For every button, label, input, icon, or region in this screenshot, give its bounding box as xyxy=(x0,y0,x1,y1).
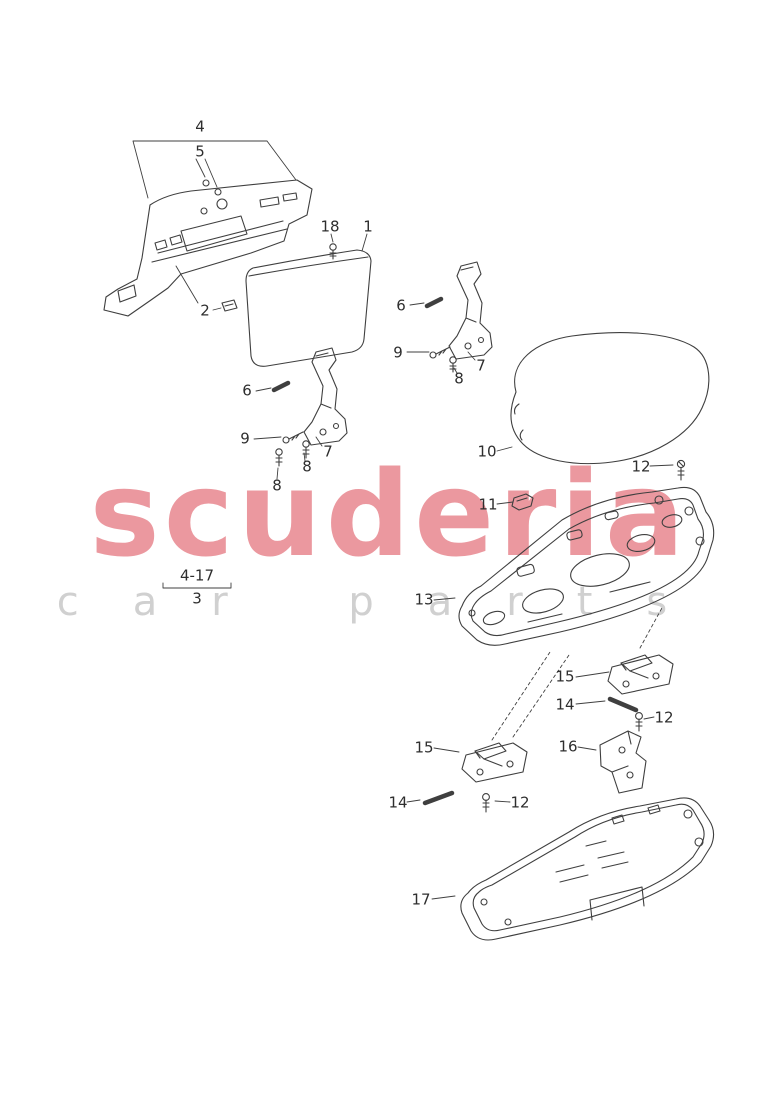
part-6-pin-left xyxy=(271,380,291,393)
callout-6-left: 6 xyxy=(242,381,252,400)
callout-13: 13 xyxy=(414,590,434,609)
callout-12-top: 12 xyxy=(631,457,651,476)
part-7-bracket-left xyxy=(303,347,348,446)
callout-7-left: 7 xyxy=(323,442,333,461)
part-15-latch-right xyxy=(607,654,674,695)
part-8-screw-left-b xyxy=(302,440,310,459)
part-8-screw-left-a xyxy=(275,448,283,467)
part-14-pin-right xyxy=(607,696,639,713)
callout-18: 18 xyxy=(320,217,340,236)
callout-14-left: 14 xyxy=(388,793,408,812)
callout-7-right: 7 xyxy=(476,356,486,375)
callout-12-bottom: 12 xyxy=(510,793,530,812)
callout-15-right: 15 xyxy=(555,667,575,686)
watermark-tagline: car parts xyxy=(56,579,722,625)
callout-4: 4 xyxy=(195,117,205,136)
watermark-brand: scuderia xyxy=(89,445,689,583)
part-16-bracket xyxy=(599,730,647,794)
part-6-pin-right xyxy=(424,296,444,309)
part-12-screw-right xyxy=(635,712,643,732)
part-5-clips xyxy=(202,179,222,196)
callout-11: 11 xyxy=(478,495,498,514)
part-18-screw xyxy=(329,243,337,260)
callout-10: 10 xyxy=(477,442,497,461)
part-13-mounting-frame xyxy=(458,486,715,646)
callout-6-right: 6 xyxy=(396,296,406,315)
callout-9-left: 9 xyxy=(240,429,250,448)
part-2-clip xyxy=(221,299,238,312)
part-1-cover xyxy=(245,249,372,367)
callout-3: 3 xyxy=(192,589,202,608)
part-12-screw-top xyxy=(676,459,686,481)
callout-1: 1 xyxy=(363,217,373,236)
part-8-screw-right xyxy=(449,356,457,373)
part-9-screw-right xyxy=(429,346,451,359)
callout-8-left-lower: 8 xyxy=(272,476,282,495)
part-17-base-tray xyxy=(460,797,715,941)
part-12-screw-bottom xyxy=(482,793,490,813)
callout-16: 16 xyxy=(558,737,578,756)
part-10-headliner-pad xyxy=(510,332,710,465)
part-11-clip xyxy=(511,493,534,511)
part-15-latch-left xyxy=(461,742,528,783)
callout-9-right: 9 xyxy=(393,343,403,362)
callout-5: 5 xyxy=(195,142,205,161)
callout-8-left-upper: 8 xyxy=(302,457,312,476)
callout-17: 17 xyxy=(411,890,431,909)
assembly-guide-lines xyxy=(491,605,664,741)
callout-8-right: 8 xyxy=(454,369,464,388)
callout-2: 2 xyxy=(200,301,210,320)
part-7-bracket-right xyxy=(448,261,493,360)
callout-range-4-17: 4-17 xyxy=(179,566,215,585)
part-4-trim-panel xyxy=(103,179,313,317)
callout-14-right: 14 xyxy=(555,695,575,714)
part-9-screw-left xyxy=(282,431,304,444)
leader-lines xyxy=(132,140,674,900)
callout-15-left: 15 xyxy=(414,738,434,757)
part-14-pin-left xyxy=(422,790,455,806)
callout-12-right: 12 xyxy=(654,708,674,727)
